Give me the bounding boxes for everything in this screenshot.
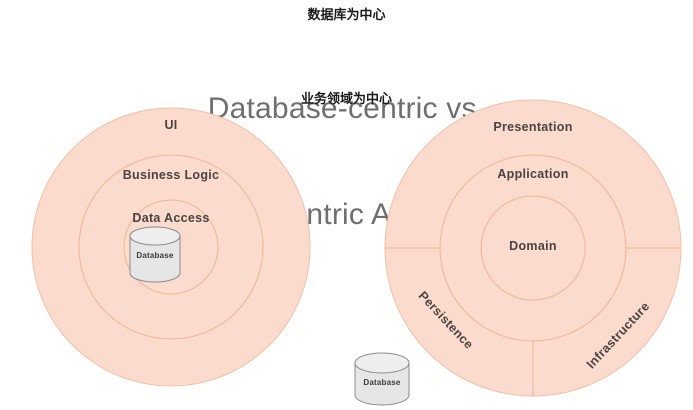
left-database-top — [129, 226, 181, 246]
right-diagram-domain-centric: Presentation Application Domain Persiste… — [354, 99, 682, 406]
left-diagram-database-centric: UI Business Logic Data Access Database — [31, 107, 311, 387]
left-ring-label-data-access: Data Access — [132, 211, 209, 225]
left-ring-label-ui: UI — [164, 118, 177, 132]
right-ring-domain-circle — [480, 195, 586, 301]
right-ring-label-presentation: Presentation — [493, 120, 572, 134]
left-database-body — [129, 235, 181, 283]
left-ring-label-business-logic: Business Logic — [123, 168, 220, 182]
title-line-1: Database-centric vs. — [207, 91, 486, 125]
right-ring-label-domain: Domain — [509, 239, 557, 253]
chinese-annotation-top: 数据库为中心 — [307, 8, 386, 23]
right-database-top — [354, 352, 410, 374]
right-ring-label-application: Application — [497, 167, 568, 181]
left-database-label: Database — [136, 251, 174, 260]
right-database-label: Database — [363, 378, 401, 387]
right-database-cylinder: Database — [354, 352, 410, 406]
left-database-cylinder: Database — [129, 226, 181, 283]
chinese-annotation-bottom: 业务领域为中心 — [300, 92, 392, 107]
right-database-body — [354, 362, 410, 406]
